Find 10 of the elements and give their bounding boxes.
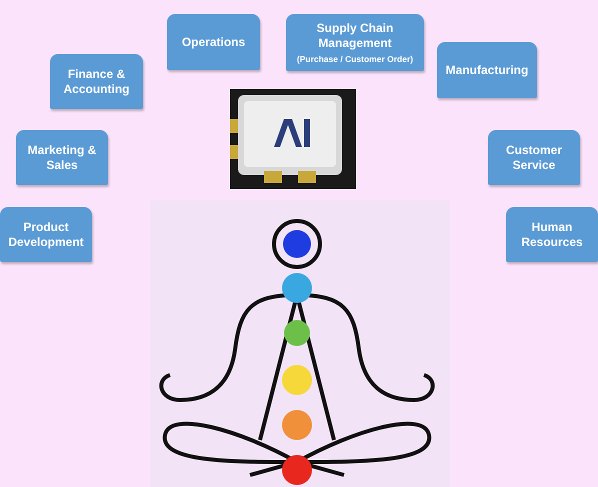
- subtitle-text: (Purchase / Customer Order): [296, 54, 414, 64]
- department-box: Manufacturing: [437, 42, 537, 98]
- department-box: Operations: [167, 14, 260, 70]
- department-box: Customer Service: [488, 130, 580, 185]
- department-box: Marketing & Sales: [16, 130, 108, 185]
- department-box: Human Resources: [506, 207, 598, 262]
- department-box: Product Development: [0, 207, 92, 262]
- department-box: [286, 14, 424, 71]
- box-title: Supply Chain Management: [316, 20, 394, 50]
- department-box: Finance & Accounting: [50, 54, 143, 109]
